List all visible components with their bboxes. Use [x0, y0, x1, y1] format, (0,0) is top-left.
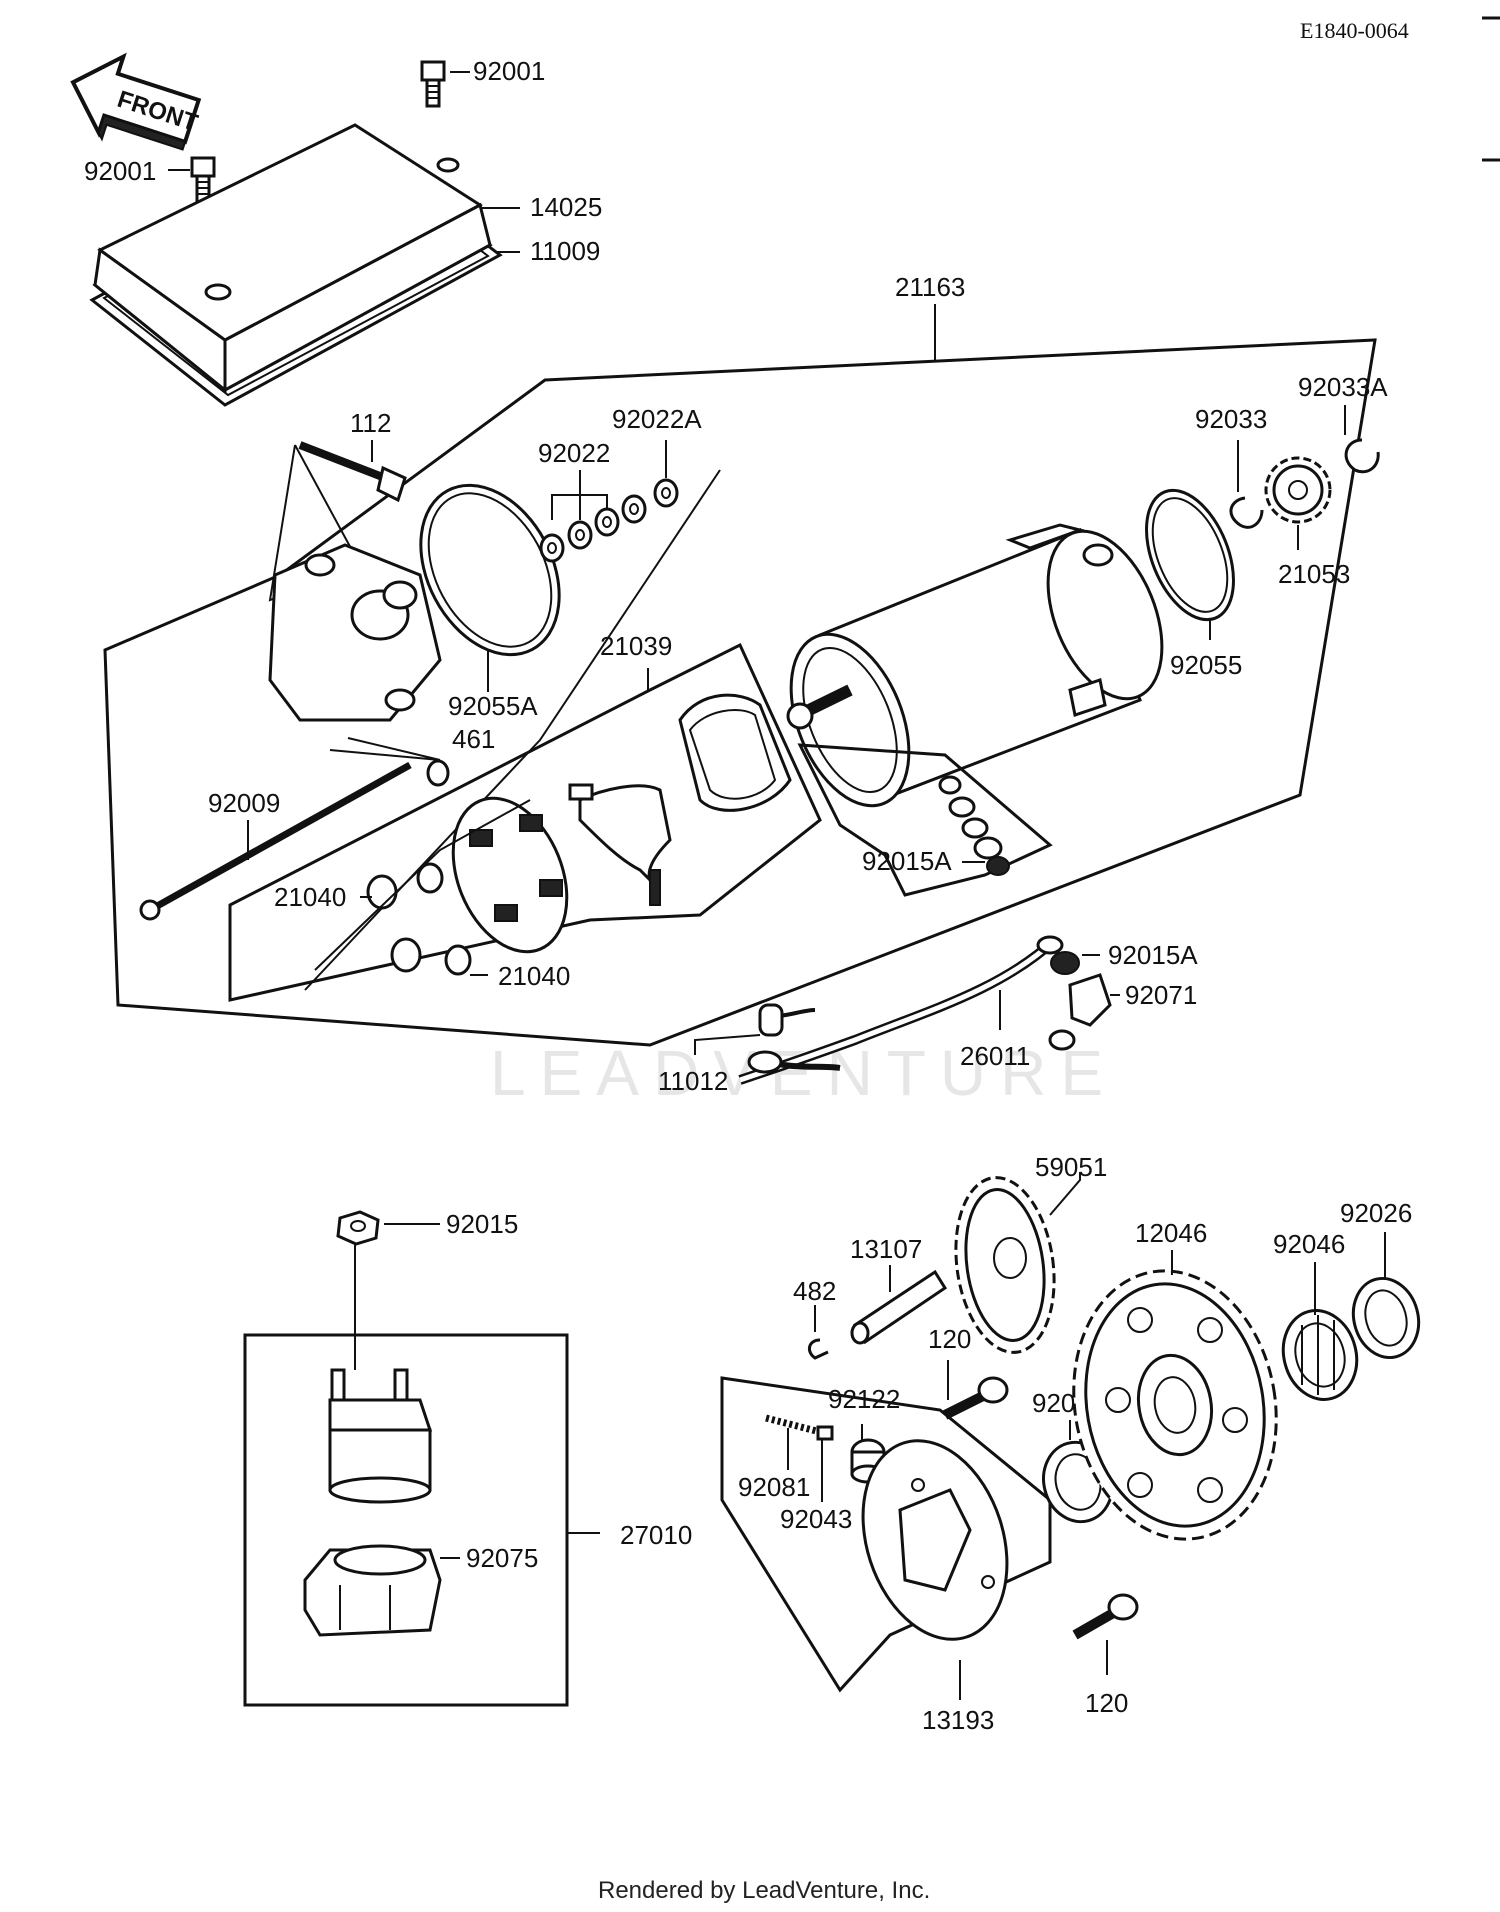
bearing-92046: [1281, 1309, 1359, 1401]
o-ring-92055a-inner: [427, 492, 553, 648]
cover-92075: [303, 1544, 442, 1637]
label-92015a-a: 92015A: [862, 846, 952, 876]
front-arrow-icon: FRONT: [70, 52, 201, 151]
bolt-112: [298, 441, 407, 503]
outline-27010: [243, 1333, 569, 1707]
clip-482: [807, 1338, 829, 1360]
outline-21039: [228, 642, 822, 1002]
gear-59051: [954, 1176, 1056, 1354]
washers-92022: [539, 478, 679, 563]
nut-92015a: [1050, 951, 1080, 975]
washer-92026-b: [1351, 1276, 1421, 1360]
cover-14025: [92, 123, 493, 394]
label-120-b: 120: [1085, 1688, 1128, 1718]
label-21039: 21039: [600, 631, 672, 661]
nut-92015: [336, 1210, 380, 1246]
circlip-92033a: [1344, 438, 1380, 474]
label-92015: 92015: [446, 1209, 518, 1239]
label-11012: 11012: [658, 1066, 728, 1096]
yoke-ring: [678, 693, 792, 812]
bolt-92001-top: [420, 60, 446, 108]
bolt-120-a: [942, 1376, 1009, 1420]
label-21053: 21053: [1278, 559, 1350, 589]
shaft-13107: [850, 1269, 948, 1345]
label-461: 461: [452, 724, 495, 754]
label-92001-top: 92001: [473, 56, 545, 86]
leader-461: [329, 737, 441, 761]
cap-92043: [816, 1425, 834, 1441]
leader-59051: [1049, 1172, 1081, 1216]
sprocket-12046: [1072, 1269, 1278, 1541]
label-13193: 13193: [922, 1705, 994, 1735]
label-92022: 92022: [538, 438, 610, 468]
brush-holder: [451, 796, 569, 954]
leader-11012: [694, 1034, 761, 1055]
bolt-120-b: [1072, 1593, 1139, 1640]
label-59051: 59051: [1035, 1152, 1107, 1182]
label-21040-b: 21040: [498, 961, 570, 991]
label-92033a: 92033A: [1298, 372, 1388, 402]
label-120-a: 120: [928, 1324, 971, 1354]
label-14025: 14025: [530, 192, 602, 222]
label-92071: 92071: [1125, 980, 1197, 1010]
label-92026-b: 92026: [1340, 1198, 1412, 1228]
cap-92071: [1048, 973, 1112, 1051]
bolt-92009: [139, 761, 412, 921]
label-92122: 92122: [828, 1384, 900, 1414]
clutch-body-13193: [861, 1439, 1009, 1641]
label-112: 112: [350, 408, 391, 438]
label-92046: 92046: [1273, 1229, 1345, 1259]
diagram-code: E1840-0064: [1300, 18, 1409, 43]
label-92001-left: 92001: [84, 156, 156, 186]
springs-21040: [366, 862, 472, 976]
outline-92015a: [797, 743, 1053, 897]
label-12046: 12046: [1135, 1218, 1207, 1248]
brush-plate: [568, 783, 672, 906]
label-92022a: 92022A: [612, 404, 702, 434]
gear-21053: [1264, 456, 1332, 524]
label-13107: 13107: [850, 1234, 922, 1264]
solenoid-body: [328, 1368, 433, 1504]
washer-461: [426, 759, 450, 787]
label-92075: 92075: [466, 1543, 538, 1573]
label-92081: 92081: [738, 1472, 810, 1502]
label-27010: 27010: [620, 1520, 692, 1550]
label-92015a-b: 92015A: [1108, 940, 1198, 970]
label-92033: 92033: [1195, 404, 1267, 434]
label-26011: 26011: [960, 1041, 1030, 1071]
label-92055: 92055: [1170, 650, 1242, 680]
watermark-text: LEADVENTURE: [490, 1037, 1117, 1109]
leader-21040-cone: [314, 799, 531, 971]
label-92043: 92043: [780, 1504, 852, 1534]
label-92055a: 92055A: [448, 691, 538, 721]
footer-credit: Rendered by LeadVenture, Inc.: [598, 1877, 930, 1904]
end-cover: [268, 543, 442, 722]
label-21040-a: 21040: [274, 882, 346, 912]
label-92009: 92009: [208, 788, 280, 818]
washers-92015a: [938, 775, 1010, 876]
o-ring-92055: [1145, 488, 1235, 622]
outline-21163: [103, 338, 1377, 1047]
lead-11012: [747, 1003, 841, 1074]
motor-body: [786, 523, 1164, 808]
label-482: 482: [793, 1276, 836, 1306]
o-ring-92055-inner: [1151, 497, 1229, 613]
label-11009: 11009: [530, 236, 600, 266]
label-21163: 21163: [895, 272, 965, 302]
circlip-92033: [1229, 496, 1264, 529]
spring-92081: [765, 1414, 821, 1436]
